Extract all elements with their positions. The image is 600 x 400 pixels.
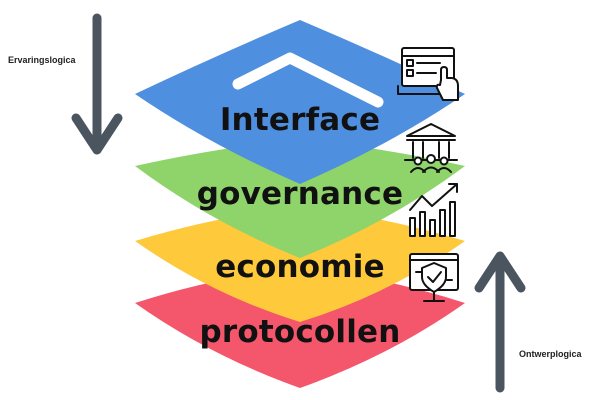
experience-logic-arrow xyxy=(71,13,123,155)
layer-shape-governance xyxy=(135,140,465,258)
ui-checklist-icon xyxy=(397,47,459,101)
shield-monitor-icon xyxy=(409,253,459,302)
experience-logic-label: Ervaringslogica xyxy=(8,55,76,65)
layer-label-governance: governance xyxy=(196,176,404,212)
layer-shape-protocollen xyxy=(135,270,465,388)
chevron-up-icon xyxy=(232,52,384,108)
layer-label-economie: economie xyxy=(215,249,385,285)
design-logic-arrow xyxy=(474,251,526,393)
building-people-icon xyxy=(404,123,458,173)
layer-label-protocollen: protocollen xyxy=(199,314,401,350)
growth-chart-icon xyxy=(409,183,458,237)
layer-shape-economie xyxy=(135,208,465,322)
design-logic-label: Ontwerplogica xyxy=(519,349,582,359)
layer-shape-interface xyxy=(135,20,465,184)
layer-label-interface: Interface xyxy=(219,102,381,138)
